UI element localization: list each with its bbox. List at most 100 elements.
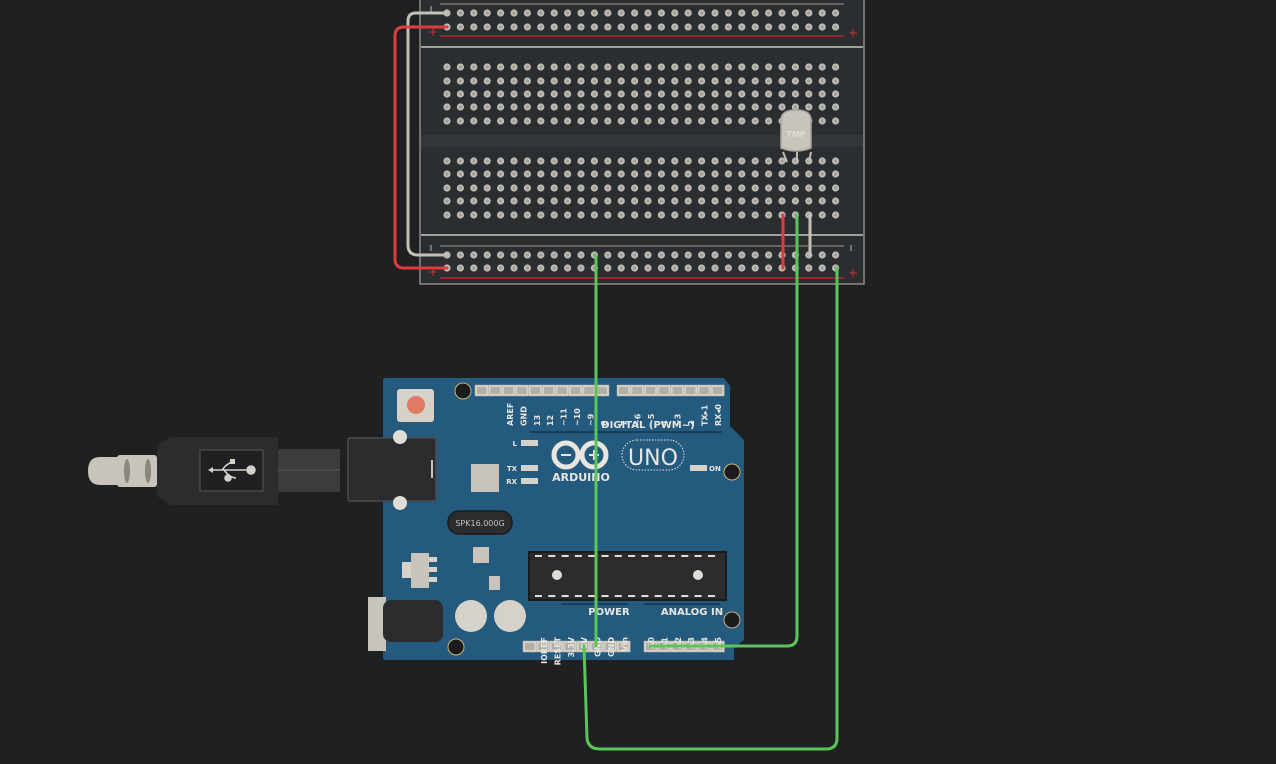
hole-center	[525, 119, 530, 123]
hole-center	[686, 119, 690, 123]
hole-center	[740, 11, 744, 15]
hole-center	[525, 105, 530, 109]
digital-header[interactable]	[474, 384, 725, 397]
hole-center	[767, 79, 771, 83]
reset-button-cap[interactable]	[407, 396, 425, 414]
hole-center	[472, 213, 476, 217]
header-socket	[530, 387, 540, 394]
hole-center	[445, 105, 449, 109]
hole-center	[579, 105, 583, 109]
header-socket	[584, 387, 594, 394]
hole-center	[807, 105, 811, 109]
hole-center	[780, 199, 784, 203]
hole-center	[713, 79, 717, 83]
hole-center	[673, 65, 677, 69]
hole-center	[566, 25, 570, 29]
power-jack[interactable]	[383, 600, 443, 642]
hole-center	[512, 79, 516, 83]
hole-center	[499, 11, 503, 15]
wire-rail-plus-bridge[interactable]	[393, 25, 449, 270]
header-socket	[597, 387, 607, 394]
pin-label: AREF	[506, 403, 515, 426]
hole-center	[686, 105, 690, 109]
hole-center	[633, 92, 637, 96]
wire-a0-to-sensor[interactable]	[648, 213, 799, 648]
chip-pins	[535, 555, 715, 597]
hole-center	[445, 186, 449, 190]
hole-center	[458, 11, 462, 15]
led-on	[690, 465, 707, 471]
hole-center	[659, 119, 664, 123]
hole-center	[686, 79, 690, 83]
regulator-pin	[429, 577, 437, 582]
hole-center	[807, 25, 811, 29]
hole-center	[472, 25, 476, 29]
chip-pin	[535, 555, 542, 557]
hole-center	[659, 199, 664, 203]
hole-center	[807, 266, 811, 270]
hole-center	[579, 213, 583, 217]
hole-center	[499, 253, 503, 257]
hole-center	[579, 25, 583, 29]
wires[interactable]	[393, 11, 839, 751]
chip-pin	[694, 595, 702, 597]
header-socket	[477, 387, 487, 394]
hole-center	[552, 186, 556, 190]
header-socket	[565, 643, 575, 650]
usb-jack[interactable]	[347, 437, 437, 502]
hole-center	[807, 92, 811, 96]
hole-center	[834, 159, 838, 163]
pin-label: 4	[660, 420, 669, 426]
hole-center	[673, 92, 677, 96]
usb-cable-ridge	[124, 459, 130, 483]
hole-center	[820, 79, 824, 83]
hole-center	[458, 159, 462, 163]
power-header-title: POWER	[588, 607, 630, 618]
hole-center	[659, 92, 664, 96]
hole-center	[566, 11, 570, 15]
pin-label: 7	[620, 420, 629, 426]
hole-center	[780, 105, 784, 109]
pin-label: RESET	[553, 636, 562, 665]
hole-center	[673, 172, 677, 176]
hole-center	[753, 65, 757, 69]
header-socket	[490, 387, 500, 394]
usb-cable[interactable]	[88, 437, 340, 505]
hole-center	[767, 172, 771, 176]
hole-center	[700, 92, 704, 96]
hole-center	[807, 172, 811, 176]
hole-center	[606, 11, 610, 15]
hole-center	[700, 199, 704, 203]
header-socket	[619, 387, 629, 394]
hole-center	[525, 159, 530, 163]
hole-center	[780, 25, 784, 29]
hole-center	[633, 159, 637, 163]
hole-center	[472, 11, 476, 15]
hole-center	[646, 119, 650, 123]
hole-center	[740, 105, 744, 109]
hole-center	[592, 79, 597, 83]
hole-center	[659, 105, 664, 109]
wire-5v-to-rail[interactable]	[582, 266, 839, 751]
hole-center	[740, 266, 744, 270]
hole-center	[753, 159, 757, 163]
hole-center	[606, 266, 610, 270]
chip-pin	[601, 595, 609, 597]
tmp-sensor[interactable]: TMP	[780, 109, 812, 163]
sensor-body	[780, 109, 812, 152]
hole-center	[472, 253, 476, 257]
hole-center	[485, 186, 489, 190]
pin-label: A2	[674, 637, 683, 649]
chip-pin	[588, 555, 596, 557]
hole-center	[713, 105, 717, 109]
hole-center	[458, 92, 462, 96]
hole-center	[646, 253, 650, 257]
hole-center	[566, 172, 570, 176]
regulator-tab	[402, 562, 411, 578]
hole-center	[646, 25, 650, 29]
hole-center	[673, 79, 677, 83]
wire-rail-minus-bridge[interactable]	[406, 11, 449, 257]
